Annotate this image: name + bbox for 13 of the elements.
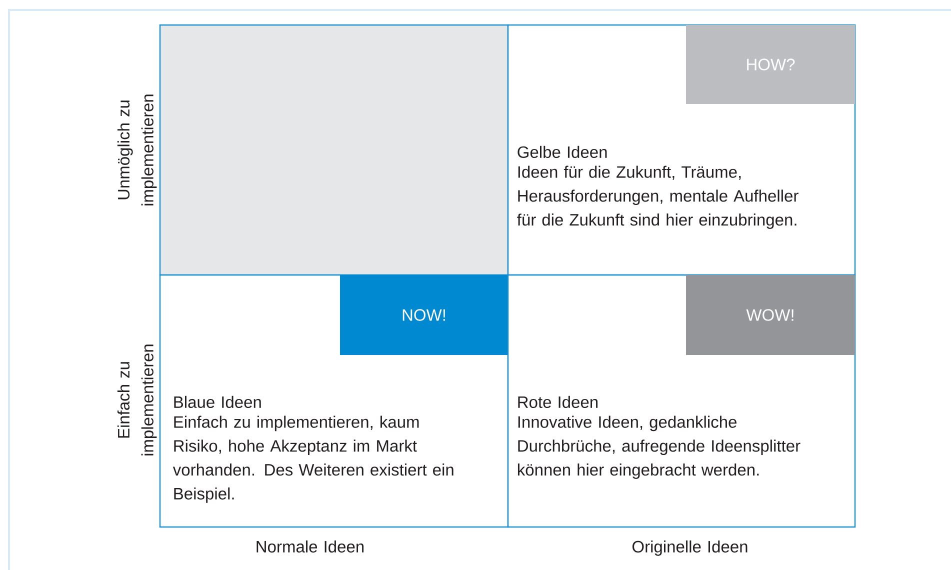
- axis-label: Normale Ideen: [256, 540, 364, 553]
- cell-description: Ideen für die Zukunft, Träume, Herausforderungen, mentale Aufheller für die Zukunft sind hier einzubringen.: [517, 166, 798, 229]
- axis-label: Einfach zu implementieren: [117, 344, 157, 456]
- label-badge: NOW!: [340, 275, 508, 355]
- cell-description: Innovative Ideen, gedankliche Durchbrüche, aufregende Ideensplitter können hier eingebracht werden.: [518, 416, 800, 479]
- label-badge: HOW?: [686, 25, 855, 104]
- shaded-cell: [159, 24, 509, 276]
- cell-heading: Gelbe Ideen: [518, 146, 607, 158]
- cell-heading: Rote Ideen: [518, 396, 598, 408]
- axis-label: Originelle Ideen: [632, 540, 748, 556]
- cell-heading: Blaue Ideen: [174, 396, 261, 408]
- label-badge: WOW!: [686, 275, 855, 355]
- cell-description: Einfach zu implementieren, kaum Risiko, hohe Akzeptanz im Markt vorhanden. Des Weiteren existiert ein Beispiel.: [172, 416, 454, 503]
